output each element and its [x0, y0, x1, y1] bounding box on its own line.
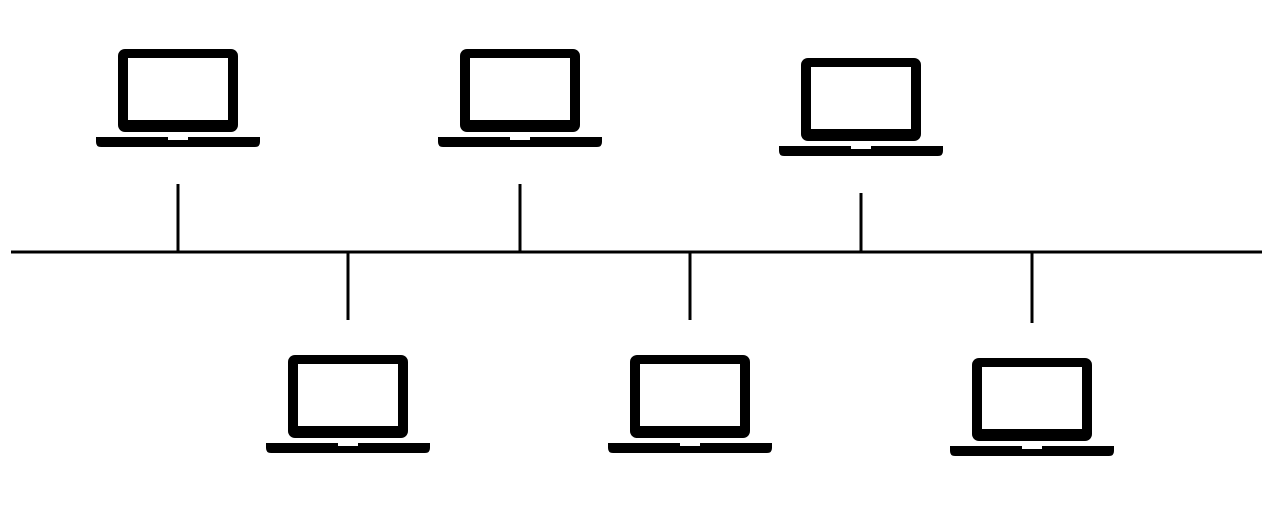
laptop-icon [779, 58, 943, 156]
laptop-icon [608, 355, 772, 453]
node-laptop-6 [950, 252, 1114, 456]
node-laptop-1 [96, 49, 260, 252]
laptop-icon [96, 49, 260, 147]
laptop-icon [266, 355, 430, 453]
node-laptop-2 [266, 252, 430, 453]
laptop-icon [950, 358, 1114, 456]
laptop-icon [438, 49, 602, 147]
node-laptop-4 [608, 252, 772, 453]
node-laptop-3 [438, 49, 602, 252]
node-laptop-5 [779, 58, 943, 252]
